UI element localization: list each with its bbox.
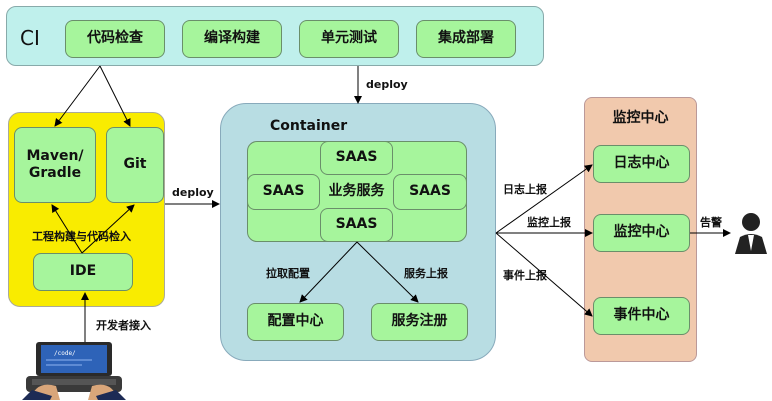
saas-top: SAAS (320, 141, 393, 175)
developer-laptop-icon: /code/ (22, 342, 126, 400)
monitoring-title: 监控中心 (612, 110, 669, 126)
to-log-arrow (495, 164, 593, 234)
ci-step-code-check: 代码检查 (65, 20, 165, 58)
ci-to-git-arrow (99, 65, 131, 127)
git-box: Git (106, 127, 164, 203)
saas-left: SAAS (247, 174, 320, 210)
business-service: 业务服务 (328, 183, 385, 200)
ide-to-git-arrow (81, 204, 135, 254)
event-report-label: 事件上报 (503, 269, 547, 282)
monitor-center-box: 监控中心 (593, 214, 690, 252)
to-registry-arrow (356, 241, 419, 303)
log-center-box: 日志中心 (593, 145, 690, 183)
pull-config-label: 拉取配置 (266, 267, 310, 280)
alarm-label: 告警 (700, 216, 722, 229)
deploy-label-dev: deploy (172, 186, 214, 199)
saas-right: SAAS (393, 174, 467, 210)
ci-step-unit-test: 单元测试 (299, 20, 399, 58)
ci-label: CI (20, 26, 40, 50)
ci-to-maven-arrow (54, 65, 101, 127)
ci-step-deploy: 集成部署 (416, 20, 516, 58)
to-config-arrow (299, 241, 358, 303)
service-registry-box: 服务注册 (371, 303, 468, 341)
saas-bottom: SAAS (320, 208, 393, 242)
ci-step-compile: 编译构建 (182, 20, 282, 58)
maven-gradle-box: Maven/ Gradle (14, 127, 96, 203)
monitor-report-label: 监控上报 (527, 216, 571, 229)
build-checkin-label: 工程构建与代码检入 (32, 230, 131, 243)
service-report-label: 服务上报 (404, 267, 448, 280)
event-center-box: 事件中心 (593, 297, 690, 335)
user-icon (735, 213, 767, 254)
container-title: Container (270, 118, 348, 134)
developer-access-label: 开发者接入 (96, 319, 151, 332)
log-report-label: 日志上报 (503, 183, 547, 196)
config-center-box: 配置中心 (247, 303, 344, 341)
deploy-label-ci: deploy (366, 78, 408, 91)
to-event-arrow (495, 232, 593, 317)
ide-box: IDE (33, 253, 133, 291)
ide-to-maven-arrow (51, 204, 83, 254)
laptop-screen-text: /code/ (54, 350, 76, 357)
